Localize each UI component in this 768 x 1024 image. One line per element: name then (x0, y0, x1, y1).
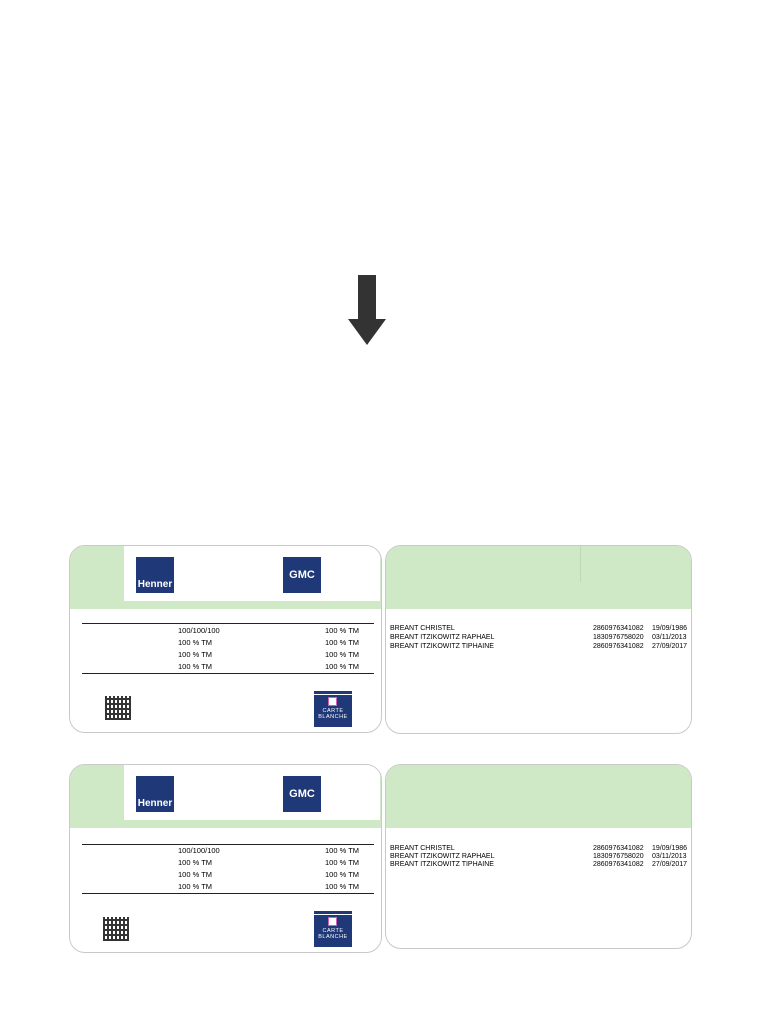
card-header-band (386, 765, 691, 828)
qr-code (103, 917, 129, 941)
table-bottom-rule (82, 893, 374, 894)
gmc-logo: GMC (283, 776, 321, 812)
henner-logo: Henner (136, 776, 174, 812)
table-top-rule (82, 844, 374, 845)
qr-code (105, 696, 131, 720)
henner-logo: Henner (136, 557, 174, 593)
header-separator (580, 546, 581, 582)
table-bottom-rule (82, 673, 374, 674)
gmc-logo: GMC (283, 557, 321, 593)
table-top-rule (82, 623, 374, 624)
down-arrow-icon (348, 275, 386, 345)
card-header-band (386, 546, 691, 609)
